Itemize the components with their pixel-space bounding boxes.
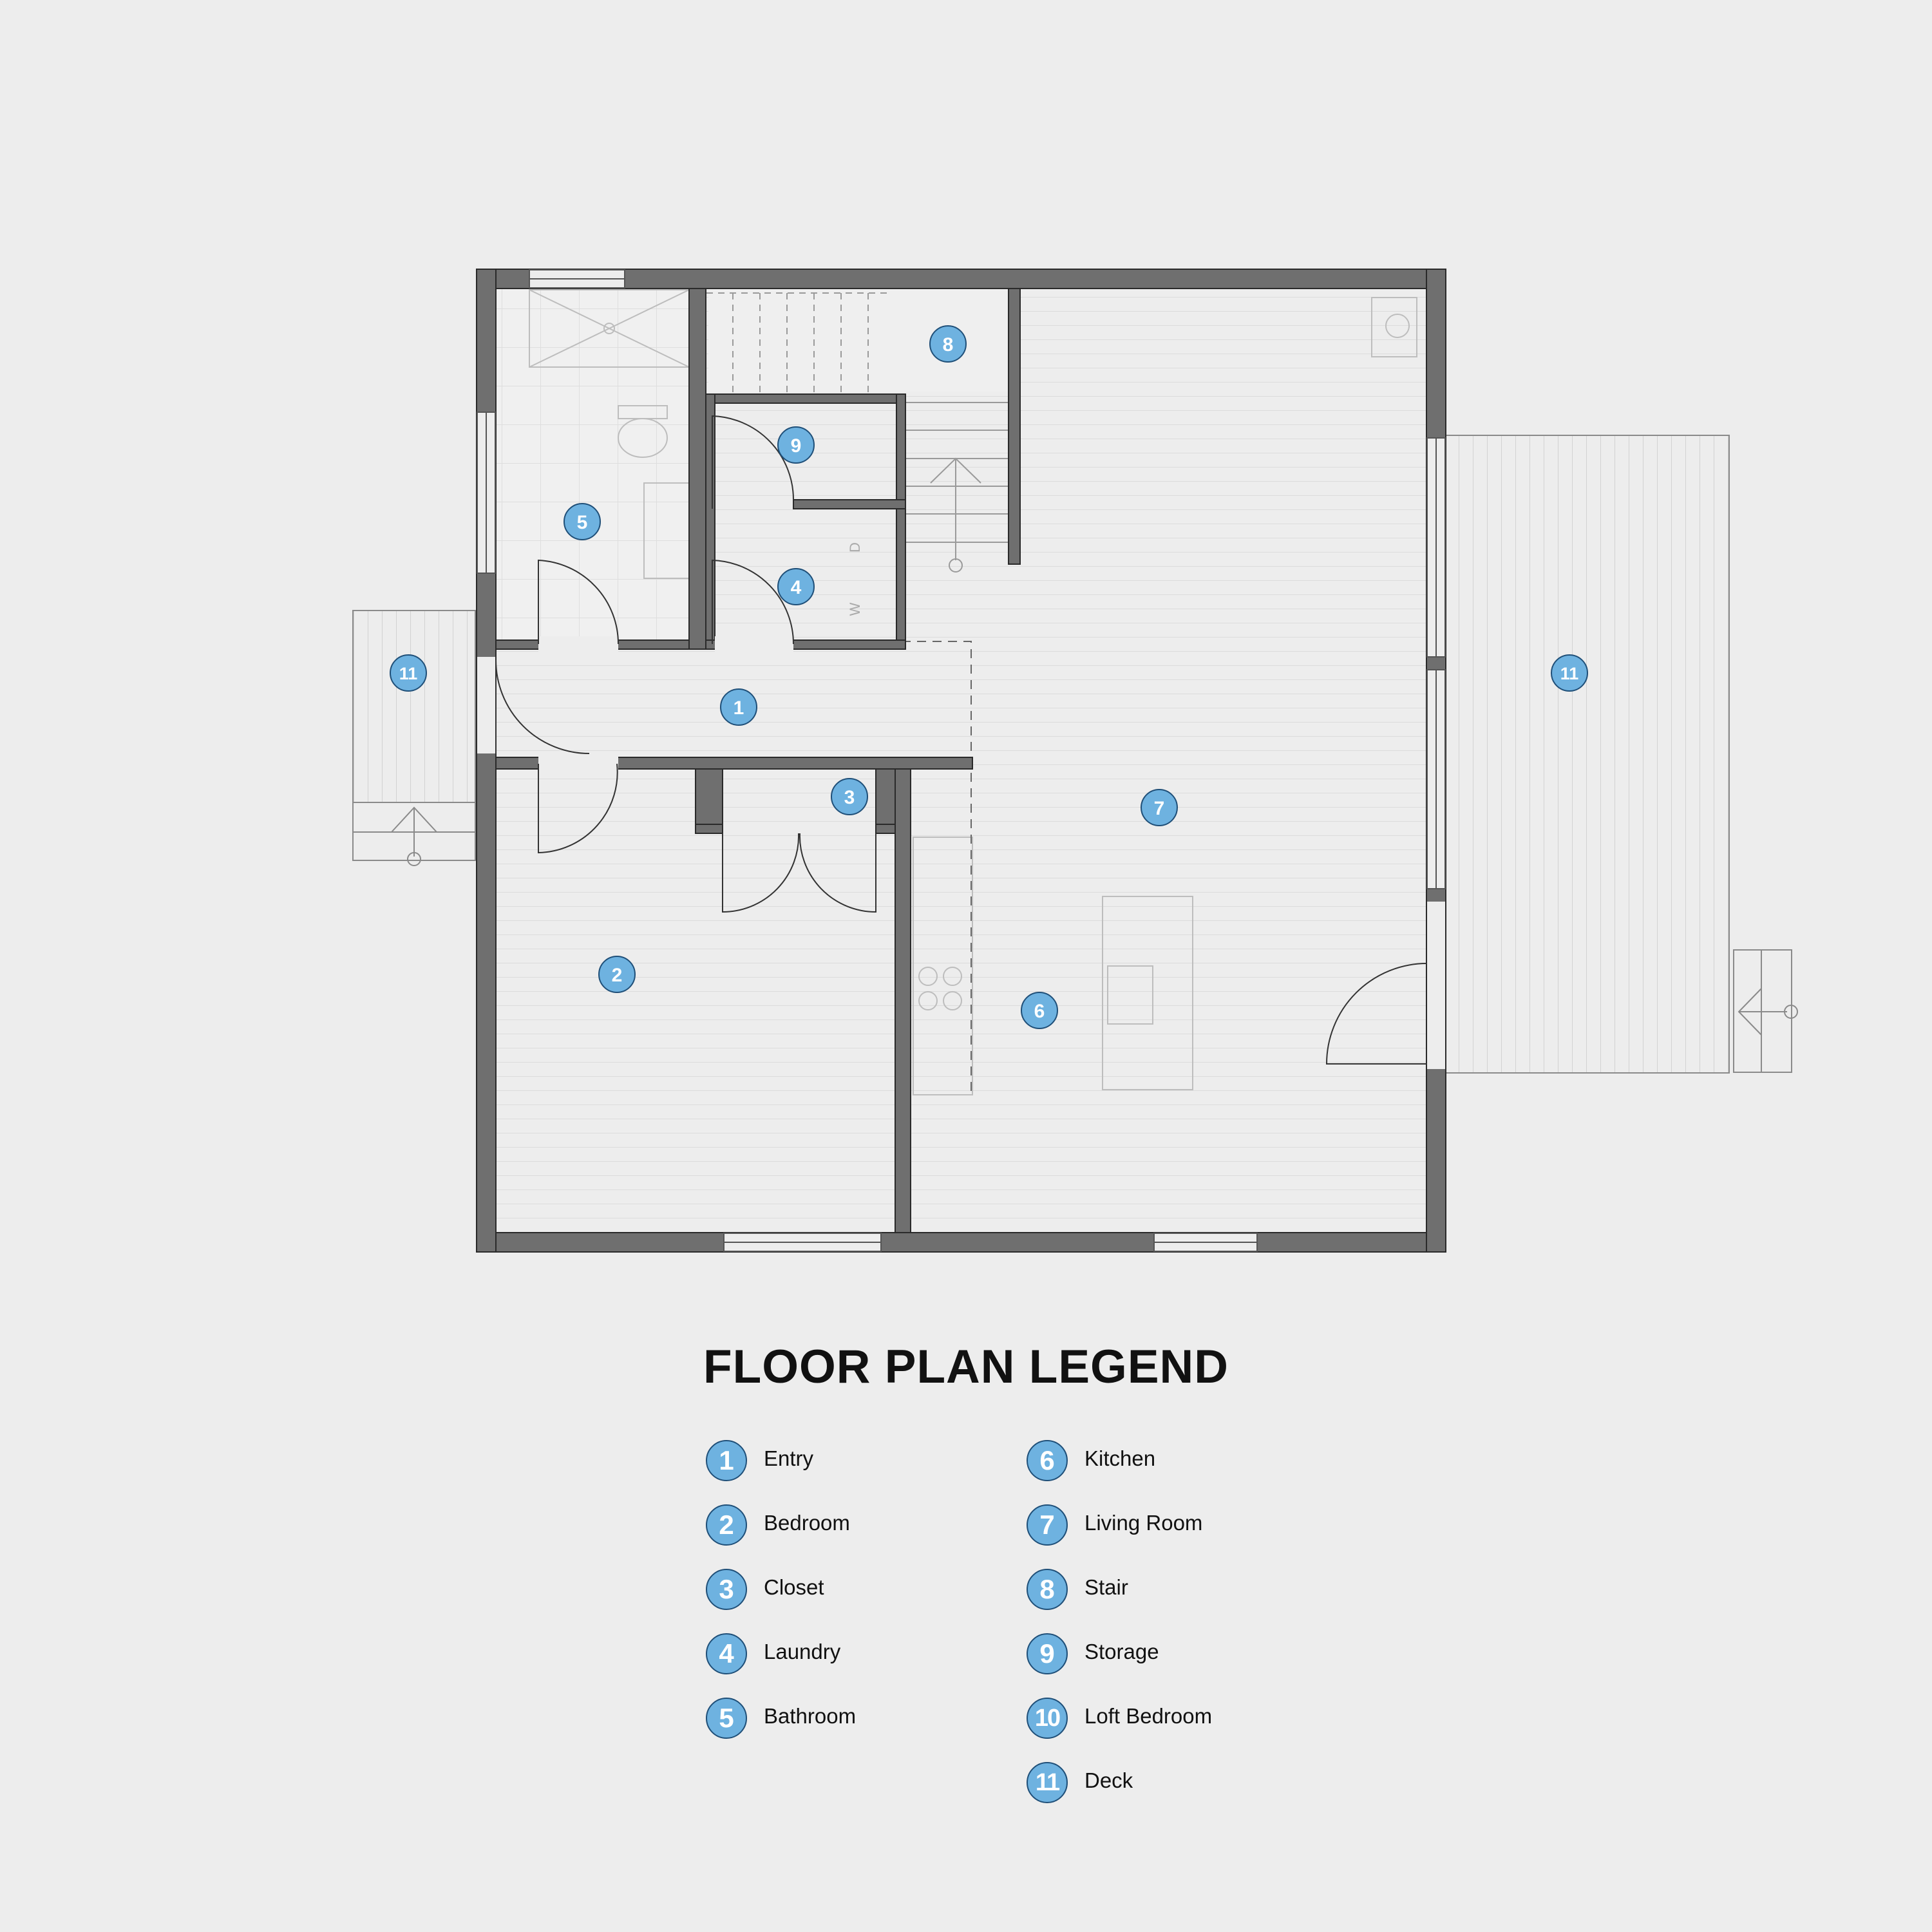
room-marker-closet: 3 [831,778,868,815]
legend-label: Closet [764,1575,824,1599]
svg-text:3: 3 [844,787,855,808]
legend-label: Stair [1084,1575,1128,1599]
legend-title: FLOOR PLAN LEGEND [703,1341,1229,1393]
washer-label: W [847,602,863,616]
svg-text:7: 7 [1154,798,1165,819]
svg-text:5: 5 [577,512,588,533]
legend-label: Bedroom [764,1511,850,1535]
room-marker-deck-left: 11 [390,654,427,692]
legend-badge: 7 [1027,1504,1068,1546]
legend-label: Storage [1084,1640,1159,1663]
legend-badge: 3 [706,1569,747,1610]
room-marker-bedroom: 2 [598,956,636,993]
overhead-dashed-line [902,641,972,1092]
legend-badge: 6 [1027,1440,1068,1481]
legend-label: Deck [1084,1768,1133,1792]
room-marker-storage: 9 [777,426,815,464]
legend-label: Bathroom [764,1704,857,1728]
room-marker-living-room: 7 [1141,789,1178,826]
legend-label: Laundry [764,1640,841,1663]
legend-badge: 2 [706,1504,747,1546]
legend-badge: 5 [706,1698,747,1739]
legend-label: Living Room [1084,1511,1203,1535]
svg-text:1: 1 [734,697,744,719]
svg-text:11: 11 [1560,664,1579,683]
legend-badge: 11 [1027,1762,1068,1803]
room-marker-entry: 1 [720,688,757,726]
room-marker-stair: 8 [929,325,967,363]
svg-text:9: 9 [791,435,802,457]
svg-text:11: 11 [399,664,418,683]
legend-badge: 10 [1027,1698,1068,1739]
room-markers: 1 2 3 4 5 6 7 8 [390,325,1588,1029]
legend-label: Entry [764,1446,814,1470]
legend-badge: 4 [706,1633,747,1674]
openings [477,269,1446,1252]
svg-text:4: 4 [791,577,802,598]
deck-right [1445,435,1798,1074]
room-marker-deck-right: 11 [1551,654,1588,692]
svg-text:2: 2 [612,965,623,986]
room-marker-laundry: 4 [777,568,815,605]
legend-label: Kitchen [1084,1446,1156,1470]
deck-left [352,610,476,866]
legend-badge: 8 [1027,1569,1068,1610]
door-swings [495,415,1428,1065]
legend-label: Loft Bedroom [1084,1704,1213,1728]
room-marker-kitchen: 6 [1021,992,1058,1029]
room-marker-bathroom: 5 [564,503,601,540]
legend-badge: 1 [706,1440,747,1481]
legend-badge: 9 [1027,1633,1068,1674]
dryer-label: D [847,542,863,553]
svg-text:8: 8 [943,334,954,355]
svg-text:6: 6 [1034,1001,1045,1022]
